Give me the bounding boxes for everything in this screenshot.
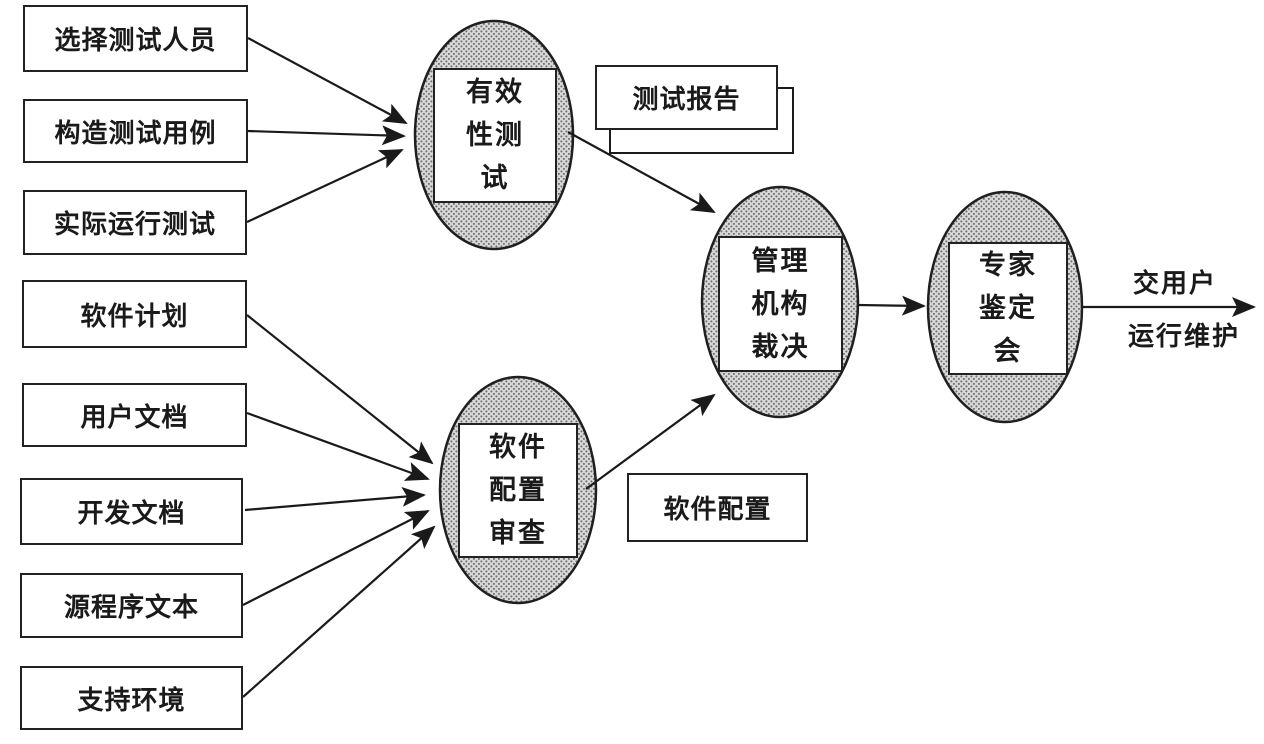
arrow-dev-docs-to-review — [244, 486, 426, 512]
process-label-line: 会 — [993, 336, 1023, 366]
process-label-line: 配置 — [489, 475, 547, 505]
process-label-line: 性测 — [466, 120, 524, 150]
arrow-software-plan-to-review — [246, 314, 434, 465]
arrow-validity-to-management — [567, 131, 716, 213]
process-label-line: 机构 — [751, 288, 810, 319]
arrow-source-code-to-review — [242, 510, 430, 606]
process-label-line: 审查 — [489, 518, 547, 548]
input-box-run-tests: 实际运行测试 — [23, 190, 247, 255]
input-box-dev-docs: 开发文档 — [20, 478, 243, 545]
process-label-expert-meeting: 专家 鉴定 会 — [948, 242, 1068, 375]
output-box-test-report: 测试报告 — [595, 65, 778, 130]
arrow-user-docs-to-review — [246, 411, 430, 481]
input-box-select-testers: 选择测试人员 — [23, 5, 248, 72]
input-box-user-docs: 用户文档 — [22, 383, 247, 447]
input-box-source-code: 源程序文本 — [20, 573, 243, 638]
edge-label-deliver-user: 交用户 — [1133, 269, 1218, 298]
process-label-line: 鉴定 — [979, 293, 1037, 323]
process-label-line: 裁决 — [751, 331, 810, 362]
output-box-software-config: 软件配置 — [627, 473, 808, 542]
arrow-support-env-to-review — [242, 525, 436, 698]
process-label-line: 专家 — [979, 250, 1037, 280]
process-label-management-ruling: 管理 机构 裁决 — [718, 236, 843, 372]
input-box-construct-test-cases: 构造测试用例 — [23, 99, 248, 163]
arrow-select-testers-to-validity — [247, 37, 408, 124]
arrow-review-to-management — [585, 393, 716, 490]
input-box-support-env: 支持环境 — [20, 666, 243, 730]
input-box-software-plan: 软件计划 — [22, 280, 247, 348]
process-label-line: 有效 — [466, 77, 524, 107]
process-label-line: 试 — [480, 163, 510, 193]
edge-label-operation-maintenance: 运行维护 — [1128, 322, 1241, 351]
process-label-validity-test: 有效 性测 试 — [433, 68, 557, 203]
process-label-line: 软件 — [489, 432, 547, 462]
arrow-management-to-expert — [857, 295, 926, 316]
process-label-line: 管理 — [751, 245, 810, 276]
process-label-config-review: 软件 配置 审查 — [458, 423, 578, 558]
arrow-run-tests-to-validity — [246, 149, 404, 223]
arrow-construct-cases-to-validity — [247, 125, 406, 146]
